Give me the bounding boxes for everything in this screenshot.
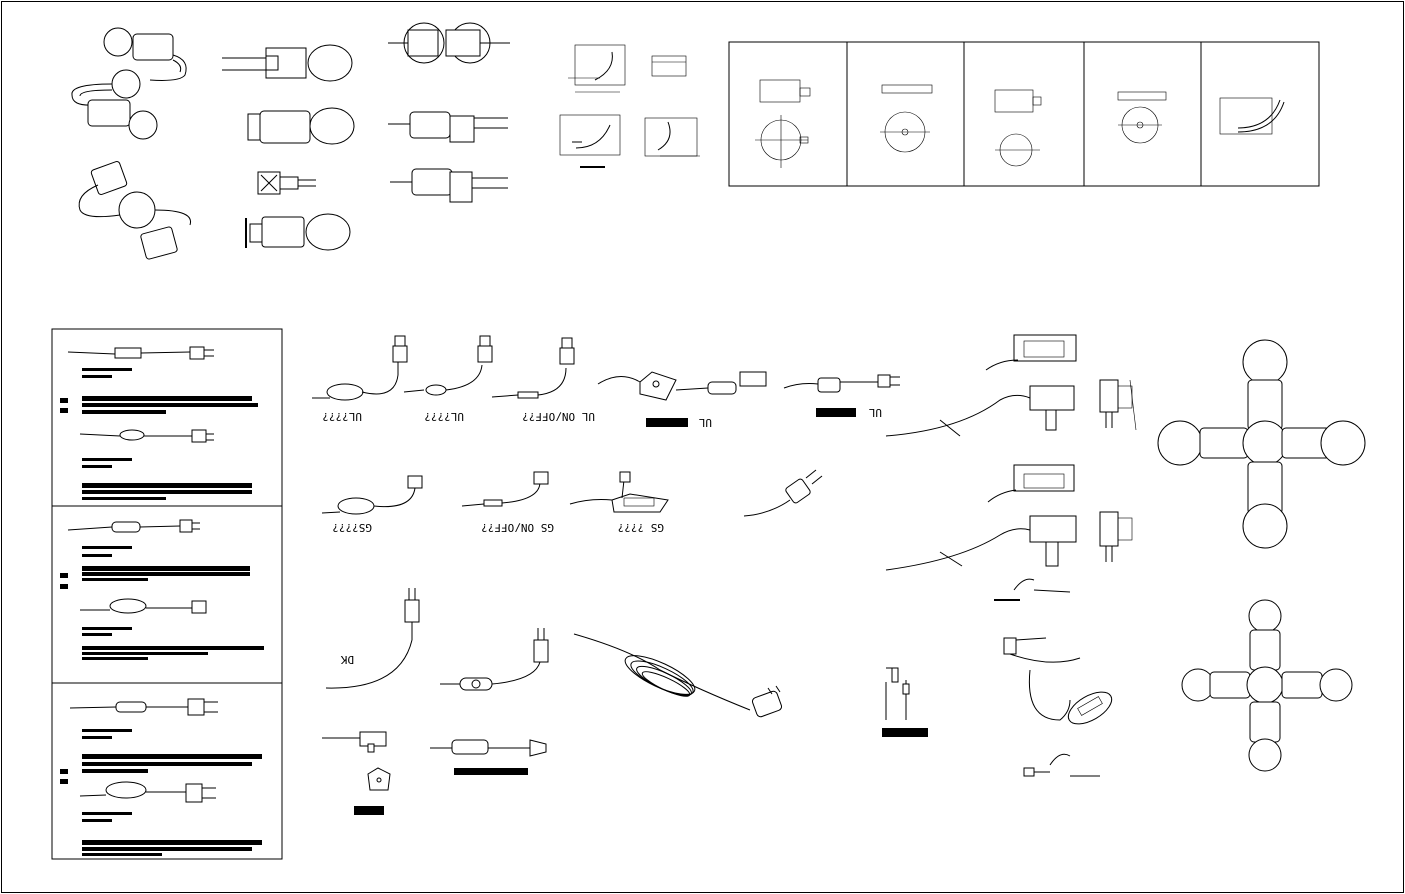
adapter-front-view-2 xyxy=(1099,511,1133,562)
plug-type-table xyxy=(51,328,283,860)
small-connector-detail-2 xyxy=(1023,753,1100,777)
cross-fixture-small xyxy=(1181,599,1353,772)
gs-cord-foot-switch xyxy=(321,475,423,515)
rocker-switch-cord xyxy=(440,628,549,691)
small-connector-detail-1 xyxy=(994,578,1071,601)
gs-cord-pedal xyxy=(569,471,669,513)
ul-cord-foot-switch xyxy=(312,335,408,401)
label-ul-2: UL???? xyxy=(424,410,464,423)
panel-4-views xyxy=(1117,91,1167,144)
socket-with-clip-assembly xyxy=(78,160,192,260)
label-ul-inline-2: UL xyxy=(868,406,882,419)
label-ul-inline: UL xyxy=(698,416,712,429)
adapter-side-view-2 xyxy=(885,515,1077,571)
panel-2-views xyxy=(880,84,933,153)
label-gs-3: GS ???? xyxy=(618,521,664,534)
ul-inline-switch-cord xyxy=(783,374,900,393)
inline-dimmer-with-jack xyxy=(1003,637,1113,725)
label-dc-cord xyxy=(882,728,928,737)
label-dk: DK xyxy=(340,653,354,666)
ul-inline-dimmer-cord xyxy=(597,371,767,401)
panel-1-views xyxy=(755,79,811,168)
ul-cord-onoff-switch xyxy=(491,337,575,399)
socket-bulb-side-2 xyxy=(247,107,355,145)
ul-cord-inline-switch xyxy=(403,335,493,396)
label-inline-switch xyxy=(454,768,528,775)
socket-bracket-side xyxy=(257,171,316,195)
table-row-1 xyxy=(60,346,258,500)
bracket-detail-drawings xyxy=(559,44,700,168)
dc-barrel-cord xyxy=(885,667,910,720)
dk-plug-cord xyxy=(325,588,420,689)
gs-cord-onoff xyxy=(461,471,549,507)
double-bulb-socket xyxy=(388,22,510,64)
label-three-prong xyxy=(354,806,384,815)
orthographic-panels-box xyxy=(728,41,1320,187)
bulb-socket-horizontal-1 xyxy=(388,111,508,143)
label-ul-inline-2-chinese xyxy=(816,408,856,417)
adapter-side-view-1 xyxy=(885,385,1075,437)
three-prong-plug-cord xyxy=(322,731,391,791)
bulb-socket-horizontal-2 xyxy=(390,168,508,203)
label-gs-onoff: GS ON/OFF?? xyxy=(481,521,554,534)
label-gs-1: GS???? xyxy=(332,521,372,534)
label-ul-1: UL???? xyxy=(322,410,362,423)
label-ul-onoff: UL ON/OFF?? xyxy=(522,410,595,423)
eu-plug-cord xyxy=(743,469,823,517)
table-row-2 xyxy=(60,519,264,660)
label-ul-inline-chinese xyxy=(646,418,688,427)
socket-bulb-side-3 xyxy=(245,213,351,251)
panel-3-views xyxy=(994,89,1042,167)
adapter-top-view-2 xyxy=(987,464,1075,503)
adapter-top-view-1 xyxy=(985,334,1077,371)
adapter-front-view-1 xyxy=(1099,379,1137,431)
cross-fixture-large xyxy=(1157,339,1366,549)
coiled-cord-with-eu-plug xyxy=(573,633,783,718)
socket-bulb-side-1 xyxy=(222,44,353,82)
inline-switch-uk xyxy=(430,739,547,757)
panel-5-views xyxy=(1219,97,1285,135)
table-row-3 xyxy=(60,698,262,856)
double-socket-bulb-assembly xyxy=(71,27,187,140)
